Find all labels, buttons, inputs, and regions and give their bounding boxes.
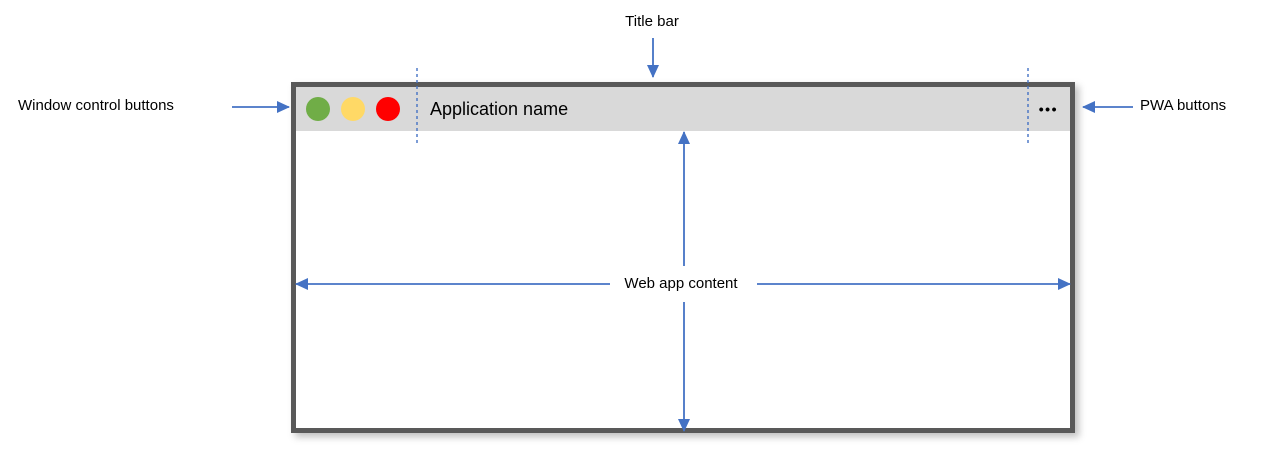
green-circle-icon[interactable] [306, 97, 330, 121]
yellow-circle-icon[interactable] [341, 97, 365, 121]
title-bar-label: Title bar [625, 13, 679, 30]
window-control-buttons [296, 97, 400, 121]
pwa-buttons-label: PWA buttons [1140, 97, 1227, 114]
app-window: Application name ••• [291, 82, 1075, 433]
application-name: Application name [430, 98, 569, 119]
ellipsis-menu-icon[interactable]: ••• [1038, 101, 1058, 117]
red-circle-icon[interactable] [376, 97, 400, 121]
web-app-content-label: Web app content [618, 274, 744, 294]
window-title-bar[interactable]: Application name ••• [296, 87, 1070, 131]
window-control-buttons-label: Window control buttons [18, 97, 174, 114]
